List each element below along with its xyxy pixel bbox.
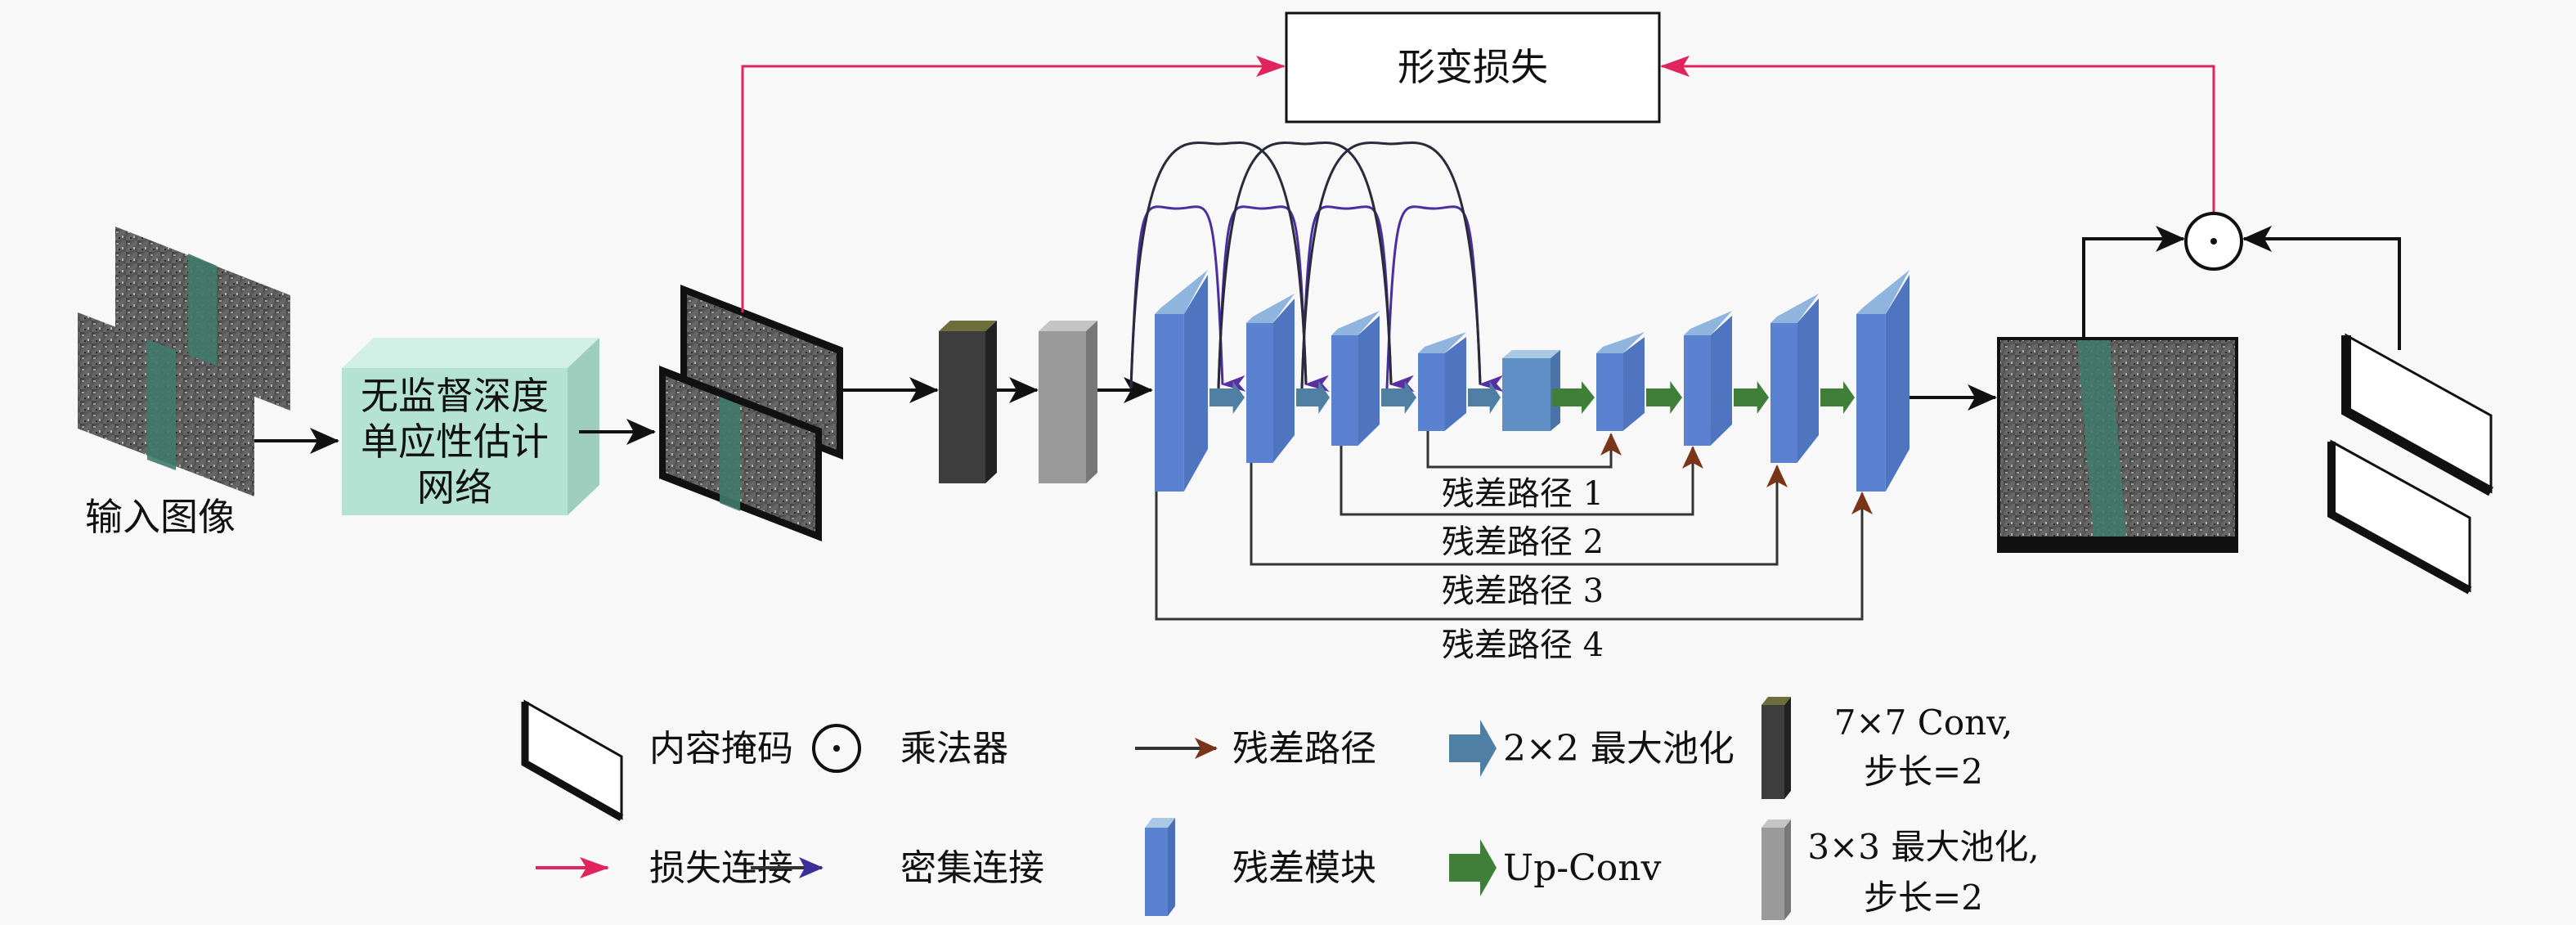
residual-block-9	[1856, 270, 1910, 492]
residual-path-1-line	[1426, 431, 1622, 469]
legend-conv-label-line2: 步长=2	[1864, 752, 1983, 792]
residual-block-8	[1770, 294, 1819, 463]
loss-connection-left	[741, 56, 1286, 312]
legend-residual-block-label: 残差模块	[1232, 847, 1376, 889]
maxpool3x3-block	[1039, 321, 1097, 483]
residual-paths: 残差路径 1 残差路径 2 残差路径 3 残差路径 4	[1155, 431, 1873, 664]
maxpool-arrow-4	[1468, 381, 1501, 414]
input-images: 输入图像	[78, 227, 290, 539]
residual-block-3	[1331, 311, 1380, 446]
residual-path-2-label: 残差路径 2	[1442, 523, 1604, 561]
input-image-label: 输入图像	[85, 495, 236, 539]
residual-path-1-label: 残差路径 1	[1442, 475, 1604, 513]
multiplier-node	[2184, 212, 2243, 271]
legend-content-mask-label: 内容掩码	[649, 728, 793, 770]
legend-upconv-label: Up-Conv	[1503, 847, 1662, 889]
upconv-arrow-7	[1734, 381, 1769, 414]
output-image	[1997, 337, 2238, 553]
residual-block-6	[1596, 332, 1645, 431]
legend-upconv-arrow-icon	[1449, 839, 1497, 896]
content-mask	[2327, 333, 2493, 595]
residual-block-2	[1246, 294, 1295, 463]
residual-block-1	[1155, 270, 1208, 492]
residual-path-2-line	[1340, 446, 1703, 516]
residual-path-4-line	[1155, 492, 1873, 621]
legend-pool-block-icon	[1761, 819, 1791, 920]
legend-pool-label-line2: 步长=2	[1864, 878, 1983, 918]
legend-conv-label-line1: 7×7 Conv,	[1834, 703, 2013, 743]
dense-link-short-3	[1300, 205, 1415, 392]
loss-connection-right	[1660, 56, 2215, 213]
legend-content-mask-icon	[521, 699, 624, 821]
legend-maxpool-label: 2×2 最大池化	[1503, 728, 1735, 770]
legend-conv-block-icon	[1761, 697, 1791, 799]
dense-link-short-2	[1217, 205, 1330, 392]
legend-pool-label-line1: 3×3 最大池化,	[1807, 827, 2039, 867]
residual-block-4	[1418, 332, 1466, 431]
legend-dense-connection-label: 密集连接	[900, 847, 1044, 889]
legend-multiplier-icon	[812, 724, 861, 773]
dense-connections	[1129, 141, 1504, 393]
residual-path-3-line	[1250, 463, 1788, 566]
conv7x7-block	[939, 321, 997, 483]
residual-path-4-label: 残差路径 4	[1442, 626, 1604, 664]
legend-multiplier-label: 乘法器	[900, 728, 1008, 770]
network-label-line2: 单应性估计	[361, 420, 549, 464]
dense-link-long-3	[1300, 141, 1504, 393]
legend: 内容掩码 乘法器 残差路径 2×2 最大池化 7×7 Conv, 步长=2 损失…	[521, 697, 2040, 920]
upconv-arrow-5	[1552, 381, 1595, 414]
network-label-line1: 无监督深度	[361, 374, 549, 418]
legend-maxpool-arrow-icon	[1449, 720, 1497, 777]
arrow-output-to-multiplier	[2082, 226, 2185, 337]
dense-link-short-1	[1129, 205, 1246, 392]
residual-block-5	[1502, 350, 1560, 431]
loss-box-label: 形变损失	[1398, 45, 1548, 89]
warped-images	[659, 285, 843, 541]
network-label-line3: 网络	[417, 465, 492, 510]
legend-residual-path-label: 残差路径	[1232, 728, 1376, 770]
dense-link-long-2	[1217, 141, 1415, 393]
maxpool-arrow-1	[1209, 381, 1245, 414]
maxpool-arrow-2	[1296, 381, 1330, 414]
residual-blocks	[1155, 270, 1910, 492]
legend-residual-block-icon	[1145, 818, 1175, 916]
maxpool-arrow-3	[1381, 381, 1416, 414]
dense-link-long-1	[1129, 141, 1330, 393]
residual-block-7	[1684, 311, 1732, 446]
deformation-loss-box: 形变损失	[1285, 11, 1661, 123]
residual-path-3-label: 残差路径 3	[1442, 573, 1604, 610]
pool-upconv-arrows	[1209, 381, 1855, 414]
dense-link-short-4	[1385, 205, 1504, 392]
arrow-mask-to-multiplier	[2242, 226, 2401, 350]
homography-network-cube: 无监督深度 单应性估计 网络	[342, 338, 599, 515]
upconv-arrow-8	[1820, 381, 1855, 414]
upconv-arrow-6	[1646, 381, 1682, 414]
